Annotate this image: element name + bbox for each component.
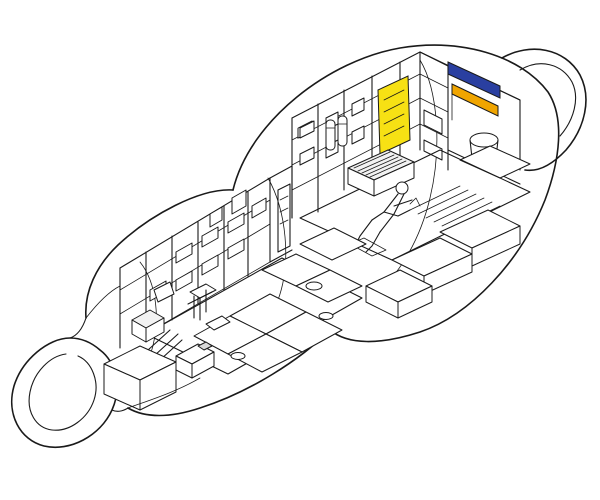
orange-panel [451,83,499,117]
workstation [131,281,183,361]
yellow-locker-panel [377,75,411,155]
rear-compartment [291,51,531,219]
front-compartment [103,165,367,411]
module-hull [10,44,587,448]
rear-floor [299,149,531,319]
control-console [347,149,415,197]
astronaut-figure [349,181,421,257]
waste-unit [459,132,531,179]
floor-port [305,281,323,291]
blue-panel [447,61,501,99]
exercise-equipment [187,283,231,331]
gas-tanks [325,115,348,151]
floor-port [318,312,334,320]
floor-port [230,352,246,360]
